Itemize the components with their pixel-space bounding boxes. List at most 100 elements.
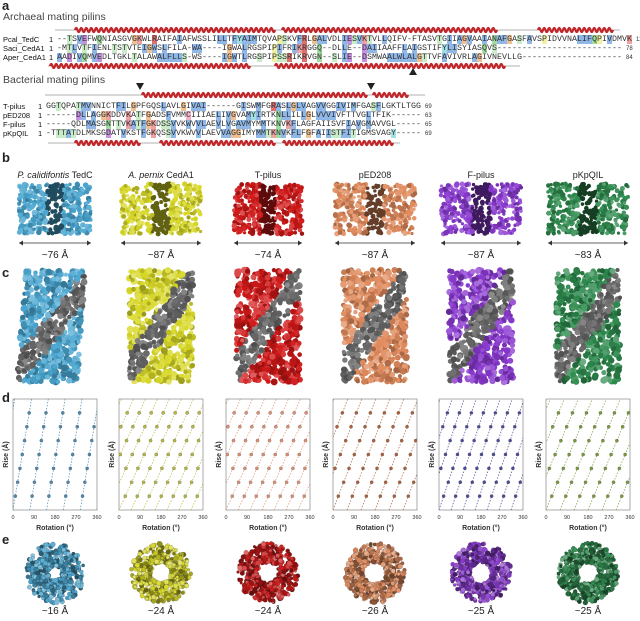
filament-side-view [119,181,204,246]
filament-width: ~87 Å [467,250,495,261]
subunit-point [44,411,48,415]
subunit-point [279,466,283,471]
subunit-point [137,411,141,415]
subunit-point [124,466,128,471]
helical-line [333,399,363,475]
y-axis-label: Rise (Å) [534,441,543,467]
bacterial-title: Bacterial mating pilins [3,74,106,86]
subunit-point [272,480,277,485]
helix-mark [158,139,277,147]
subunit-point [501,494,506,498]
subunit-point [347,466,351,471]
sequence-end: 63 [425,112,432,119]
subunit-point [123,494,128,498]
plot-frame [332,398,418,511]
x-axis-label: Rotation (°) [569,524,607,532]
plot-frame [438,398,524,511]
filament-end-view [343,541,407,605]
x-tick-label: 360 [198,515,207,521]
subunit-point [148,438,153,443]
subunit-point [336,494,341,498]
x-tick-label: 0 [544,515,547,521]
subunit-point [603,466,608,471]
helix-mark [371,91,410,99]
subunit-point [143,424,147,429]
subunit-point [570,411,575,415]
x-tick-label: 270 [177,515,186,521]
filament-width: ~76 Å [41,250,69,261]
subunit-point [232,411,236,415]
x-tick-label: 360 [625,515,634,521]
subunit-point [511,466,515,471]
subunit-point [41,424,46,429]
subunit-point [243,438,248,443]
pilin-name: F-pilus [467,170,495,180]
subunit-point [189,480,194,485]
subunit-point [125,411,129,415]
subunit-point [598,411,603,415]
subunit-point [589,466,594,471]
subunit-point [172,438,177,443]
plot-frame [12,398,98,511]
subunit-point [261,452,265,457]
y-axis-label: Rise (Å) [107,441,116,467]
subunit-point [499,466,503,471]
subunit-point [375,466,379,471]
subunit-point [506,480,511,485]
subunit-point [66,480,70,485]
subunit-point [382,411,387,415]
subunit-point [149,411,153,415]
subunit-point [371,438,376,443]
pilin-name: TedC [71,170,93,180]
panel-label-d: d [2,390,10,405]
subunit-point [256,411,260,415]
lumen-diameter: ~24 Å [254,606,282,617]
subunit-point [279,438,284,443]
archaeal-title: Archaeal mating pilins [3,11,106,23]
subunit-point [335,424,339,429]
subunit-point [493,411,498,415]
subunit-point [451,466,455,471]
sequence-residues: -----QDLMASGNTTVKATFGKDSSVVKWVVLAEVLVGAV… [46,119,421,129]
filament-side-view [438,181,524,246]
subunit-point [477,494,482,498]
subunit-point [396,411,401,415]
x-tick-label: 360 [92,515,101,521]
x-tick-label: 360 [518,515,527,521]
subunit-point [467,452,472,457]
sequence-name: F-pilus [3,120,26,129]
subunit-point [291,438,296,443]
subunit-point [173,411,177,415]
filament-width: ~87 Å [361,250,389,261]
subunit-point [508,438,512,443]
subunit-point [489,424,493,429]
subunit-point [361,466,365,471]
subunit-point [457,411,462,415]
triangle-up-marker [409,68,417,75]
subunit-point [592,424,597,429]
subunit-point [226,424,230,429]
subunit-point [349,424,353,429]
subunit-point [363,424,367,429]
subunit-point [250,424,254,429]
subunit-point [304,411,308,415]
y-axis-label: Rise (Å) [427,441,436,467]
subunit-point [268,411,272,415]
subunit-point [249,452,253,457]
x-tick-label: 270 [604,515,613,521]
x-axis-label: Rotation (°) [462,524,500,532]
sequence-start: 1 [49,35,54,44]
subunit-point [119,424,123,429]
helical-line [13,399,32,510]
subunit-point [77,411,82,415]
subunit-point [469,411,474,415]
sequence-residues: AADIVQMVEDLTGKLTALAWALFLLS-WS----IGWTLRG… [57,52,622,62]
subunit-point [464,424,469,429]
subunit-point [153,480,158,485]
subunit-point [413,438,417,443]
subunit-point [501,424,505,429]
subunit-point [274,424,278,429]
subunit-point [482,480,487,485]
x-tick-label: 270 [497,515,506,521]
helical-line [546,399,565,444]
